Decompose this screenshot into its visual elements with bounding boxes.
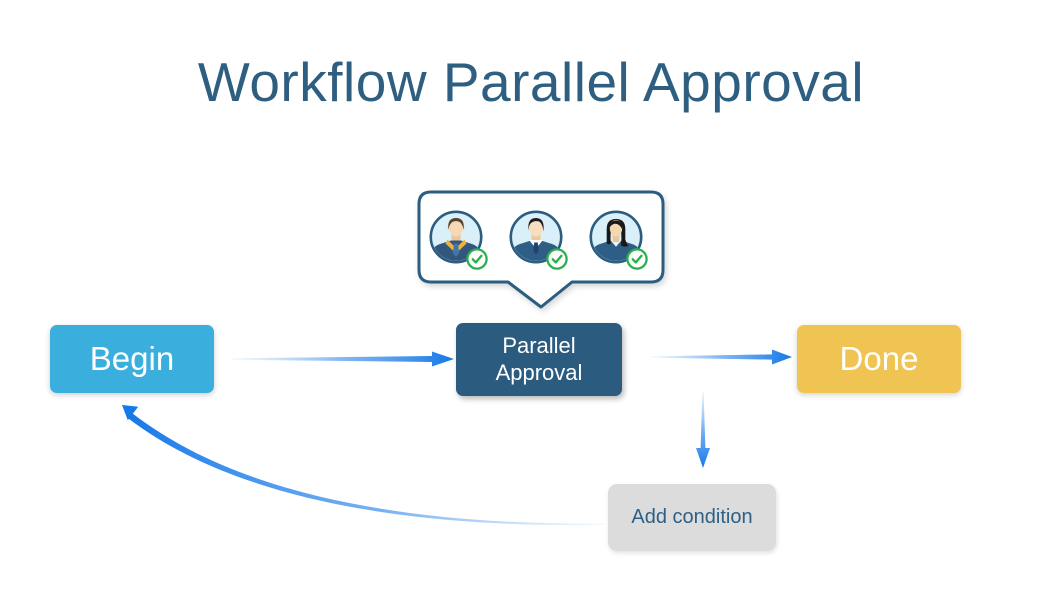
approved-check-icon: [546, 248, 568, 270]
parallel-approval-node-label: Parallel Approval: [495, 332, 583, 385]
approved-check-icon: [626, 248, 648, 270]
female-approver-avatar: [589, 210, 648, 270]
approved-check-icon: [466, 248, 488, 270]
connector-parallel-to-done: [650, 349, 792, 365]
add-condition-node[interactable]: Add condition: [608, 484, 776, 551]
connector-begin-to-parallel: [232, 351, 454, 367]
add-condition-node-label: Add condition: [631, 506, 753, 528]
male-approver-avatar-1: [429, 210, 488, 270]
connector-addcondition-to-begin-arrowhead: [122, 405, 139, 421]
done-node[interactable]: Done: [797, 325, 961, 393]
connector-parallel-to-addcondition: [696, 392, 710, 468]
page-title: Workflow Parallel Approval: [197, 51, 865, 113]
begin-node-label: Begin: [89, 340, 175, 377]
parallel-approval-node[interactable]: Parallel Approval: [456, 323, 622, 396]
begin-node[interactable]: Begin: [50, 325, 214, 393]
done-node-label: Done: [839, 340, 919, 377]
male-approver-avatar-2: [509, 210, 568, 270]
connector-addcondition-to-begin: [127, 413, 606, 526]
